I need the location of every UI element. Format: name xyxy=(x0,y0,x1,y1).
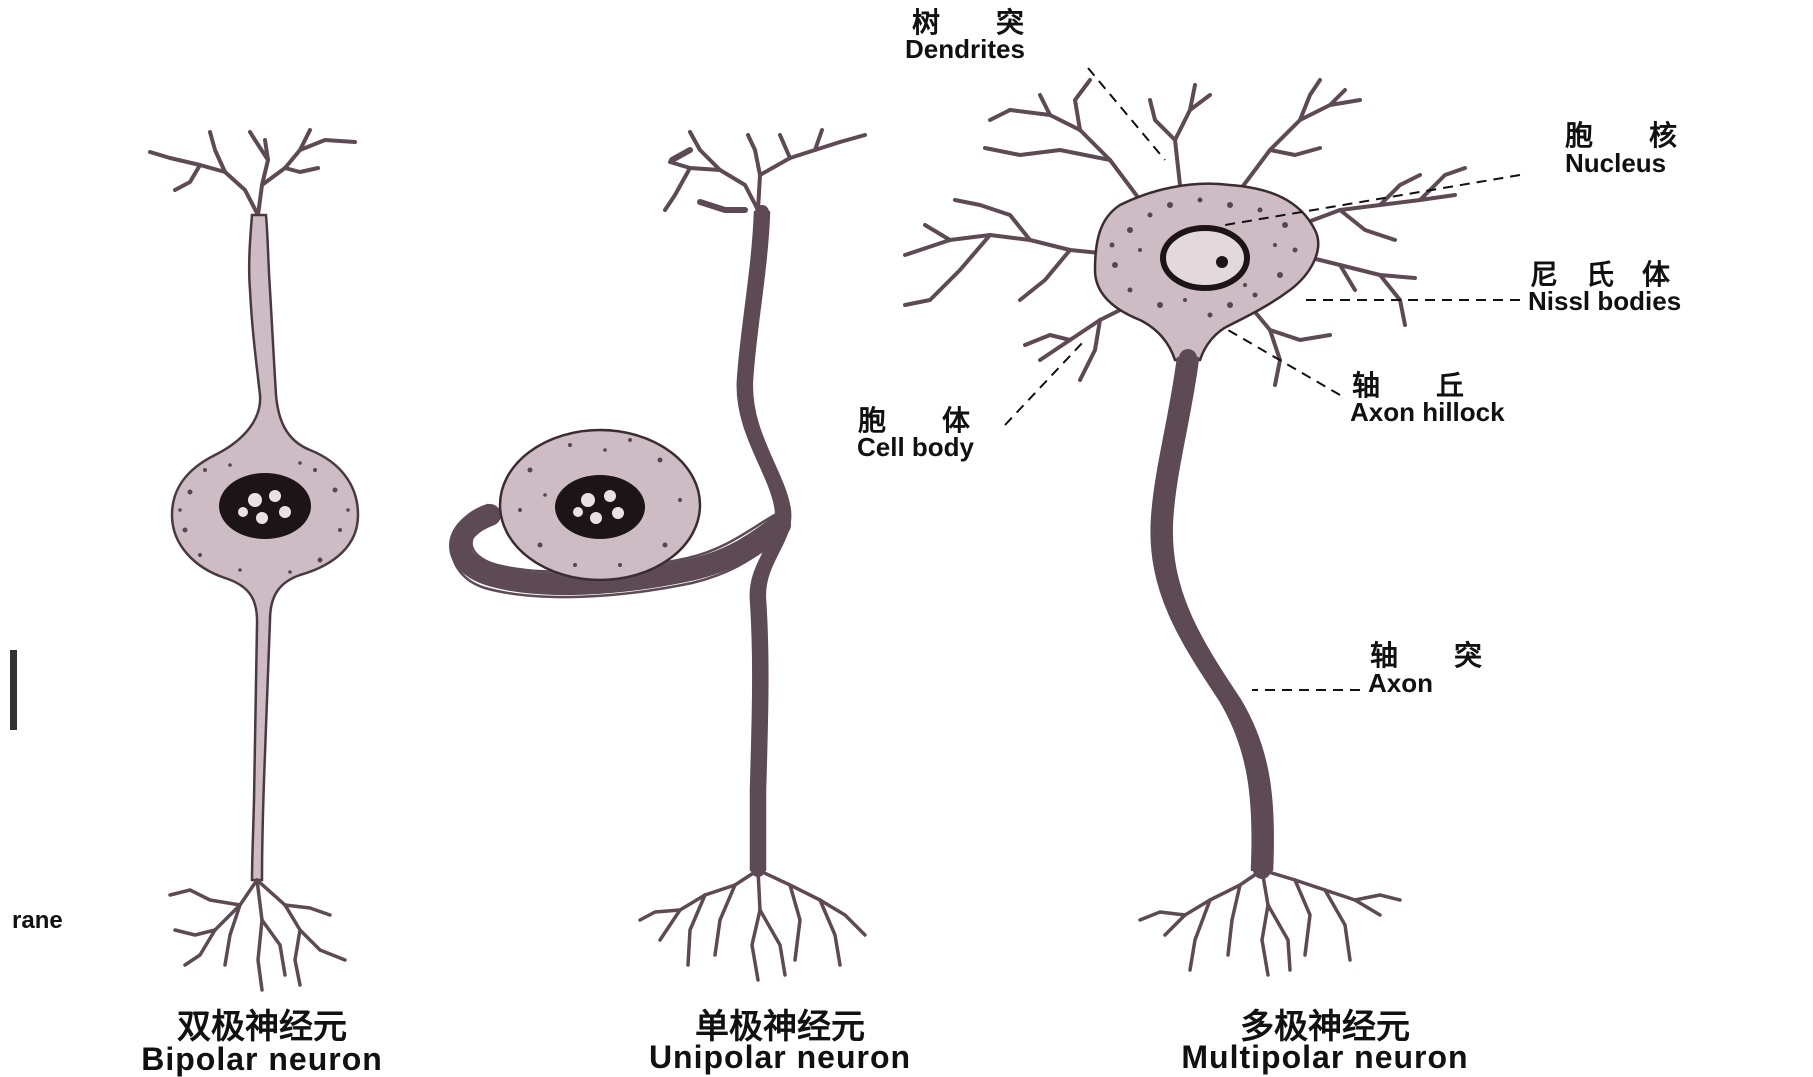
label-nucleus: 胞 核 Nucleus xyxy=(1564,119,1677,178)
label-nissl-bodies: 尼 氏 体 Nissl bodies xyxy=(1528,258,1681,316)
bipolar-terminal-branches xyxy=(170,880,345,990)
label-axon-hillock: 轴 丘 Axon hillock xyxy=(1350,369,1505,427)
unipolar-dendrites xyxy=(665,130,865,210)
multipolar-axon xyxy=(1162,358,1263,870)
caption-bipolar: 双极神经元 Bipolar neuron xyxy=(141,1007,383,1077)
bipolar-dendrites xyxy=(150,130,355,215)
label-cell-body-en: Cell body xyxy=(857,432,975,462)
multipolar-nucleus xyxy=(1163,228,1247,288)
unipolar-nucleus xyxy=(555,475,645,539)
label-nucleus-en: Nucleus xyxy=(1565,148,1666,178)
caption-unipolar: 单极神经元 Unipolar neuron xyxy=(649,1007,911,1075)
unipolar-terminal-branches xyxy=(640,870,865,980)
multipolar-nucleolus xyxy=(1216,256,1228,268)
unipolar-neuron xyxy=(452,130,865,980)
caption-unipolar-en: Unipolar neuron xyxy=(649,1039,911,1075)
bipolar-cell-body xyxy=(172,215,358,880)
bipolar-nucleus xyxy=(219,473,311,539)
label-axon-en: Axon xyxy=(1368,668,1433,698)
label-axon: 轴 突 Axon xyxy=(1368,639,1482,698)
label-axon-hillock-en: Axon hillock xyxy=(1350,397,1505,427)
label-cell-body: 胞 体 Cell body xyxy=(857,404,975,462)
left-edge-bar xyxy=(10,650,17,730)
caption-multipolar-en: Multipolar neuron xyxy=(1181,1039,1468,1075)
multipolar-terminal-branches xyxy=(1140,870,1400,975)
multipolar-neuron xyxy=(905,80,1465,975)
caption-multipolar: 多极神经元 Multipolar neuron xyxy=(1181,1007,1468,1075)
label-dendrites: 树 突 Dendrites xyxy=(905,6,1025,64)
bipolar-neuron xyxy=(150,130,358,990)
caption-bipolar-en: Bipolar neuron xyxy=(141,1041,383,1077)
cropped-left-text: rane xyxy=(12,907,63,934)
label-dendrites-en: Dendrites xyxy=(905,34,1025,64)
label-nissl-en: Nissl bodies xyxy=(1528,286,1681,316)
